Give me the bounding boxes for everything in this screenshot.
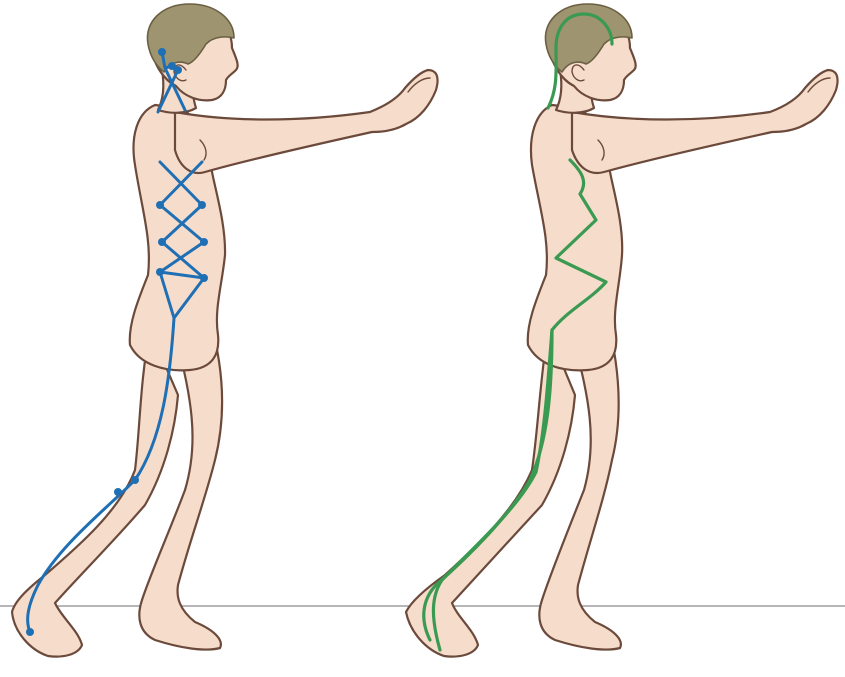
figure-left [12,4,438,657]
meridian-point [131,476,139,484]
meridian-point [158,238,166,246]
figure-right [406,4,838,657]
meridian-point [156,268,164,276]
meridian-point [198,201,206,209]
meridian-point [26,628,34,636]
meridian-point [174,66,182,74]
meridian-point [200,274,208,282]
meridian-point [114,488,122,496]
meridian-point [200,238,208,246]
meridian-point [158,48,166,56]
meridian-point [156,201,164,209]
